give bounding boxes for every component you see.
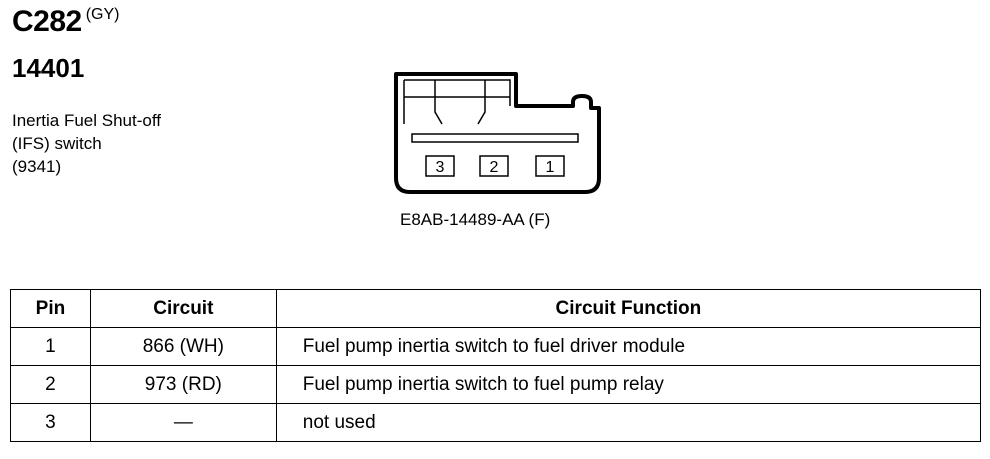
cell-pin: 1	[10, 327, 91, 366]
table-row: 2 973 (RD) Fuel pump inertia switch to f…	[10, 365, 982, 404]
connector-id: C282	[12, 5, 82, 38]
pin-cavity-2	[479, 155, 509, 177]
cell-circuit-function: Fuel pump inertia switch to fuel pump re…	[275, 365, 982, 404]
description-line: (IFS) switch	[12, 134, 102, 153]
cell-circuit: 973 (RD)	[89, 365, 277, 404]
connector-color: (GY)	[85, 6, 120, 23]
header-circuit-function: Circuit Function	[275, 289, 982, 328]
table-header-row: Pin Circuit Circuit Function	[10, 289, 982, 328]
cell-pin: 2	[10, 365, 91, 404]
header-pin: Pin	[10, 289, 91, 328]
latch-inner-outline	[404, 79, 511, 106]
connector-housing-outline	[394, 72, 601, 194]
cell-circuit-function: not used	[275, 403, 982, 442]
latch-detail-right	[477, 80, 486, 125]
cell-circuit-function: Fuel pump inertia switch to fuel driver …	[275, 327, 982, 366]
description-line: Inertia Fuel Shut-off	[12, 111, 161, 130]
table-row: 1 866 (WH) Fuel pump inertia switch to f…	[10, 327, 982, 366]
pin-label-3: 3	[436, 159, 445, 176]
keying-bar	[411, 133, 579, 143]
latch-detail-left	[434, 80, 443, 125]
connector-code: E8AB-14489-AA (F)	[400, 210, 551, 229]
pin-cavity-3	[425, 155, 455, 177]
connector-face-diagram: 3 2 1	[394, 72, 601, 194]
table-row: 3 — not used	[10, 403, 982, 442]
pin-label-1: 1	[546, 159, 555, 176]
description-line: (9341)	[12, 157, 62, 176]
component-description: Inertia Fuel Shut-off (IFS) switch (9341…	[12, 109, 161, 178]
cell-circuit: —	[89, 403, 277, 442]
part-number: 14401	[12, 53, 85, 83]
cell-pin: 3	[10, 403, 91, 442]
connector-header: C282(GY)	[12, 4, 120, 40]
pinout-table: Pin Circuit Circuit Function 1 866 (WH) …	[10, 289, 982, 442]
header-circuit: Circuit	[89, 289, 277, 328]
pin-label-2: 2	[490, 159, 499, 176]
cell-circuit: 866 (WH)	[89, 327, 277, 366]
pin-cavity-1	[535, 155, 565, 177]
